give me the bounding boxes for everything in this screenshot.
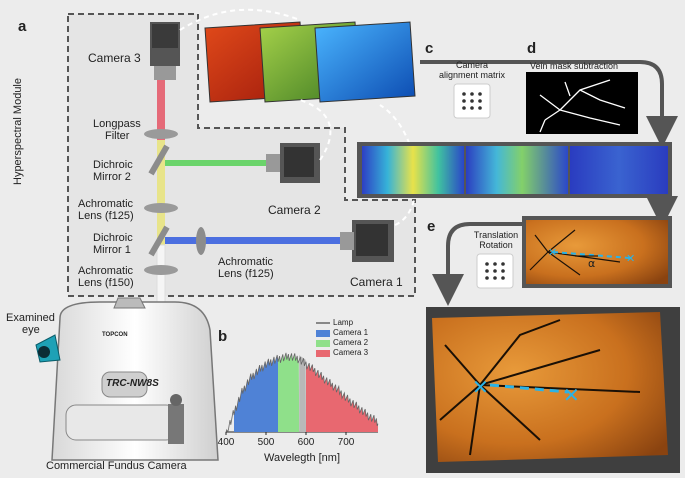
side-achromatic-lens — [196, 227, 206, 255]
camera-1-label: Camera 1 — [350, 275, 403, 289]
x-tick-label-400: 400 — [218, 437, 235, 448]
achromatic-lens-f150-line1: Achromatic — [78, 265, 134, 277]
achromatic-lens-f125-label: Achromatic Lens (f125) — [78, 198, 134, 222]
panel-label-c: c — [425, 40, 434, 57]
green-beam — [165, 160, 275, 166]
legend-camera3: Camera 3 — [333, 348, 369, 357]
dichroic-mirror-1-line2: Mirror 1 — [93, 244, 131, 256]
achromatic-lens-f150 — [144, 265, 178, 275]
panel-label-e: e — [427, 218, 436, 235]
camera-1 — [340, 220, 394, 262]
vein-mask-label: Vein mask subtraction — [530, 61, 619, 71]
yellow-beam — [157, 140, 165, 245]
longpass-filter-line2: Filter — [105, 130, 130, 142]
dichroic-mirror-1 — [148, 225, 170, 257]
transform-matrix-icon — [476, 253, 514, 289]
alignment-matrix-line2: alignment matrix — [438, 70, 506, 80]
legend-lamp: Lamp — [333, 318, 354, 327]
alignment-matrix-icon — [453, 83, 491, 119]
band-camera-3 — [306, 361, 378, 432]
fundus-model: TRC-NW8S — [106, 378, 159, 389]
camera-3 — [150, 22, 180, 80]
camera2-link — [299, 99, 332, 161]
examined-eye-label: Examined eye — [6, 312, 55, 336]
flow-arrow-top — [420, 60, 678, 148]
heatmap-strip — [357, 142, 672, 198]
spectrum-chart: 400 500 600 700 — [218, 322, 379, 448]
transform-label: Translation Rotation — [468, 230, 524, 250]
side-achromatic-lens-line2: Lens (f125) — [218, 268, 274, 280]
achromatic-lens-f125-line2: Lens (f125) — [78, 210, 134, 222]
longpass-filter — [144, 129, 178, 139]
dichroic-mirror-2-line2: Mirror 2 — [93, 171, 131, 183]
panel-label-a: a — [18, 18, 27, 35]
dichroic-mirror-2 — [148, 144, 170, 176]
vein-mask-image — [526, 72, 638, 134]
chart-x-axis-label: Wavelegth [nm] — [264, 452, 341, 464]
flow-arrow-bottom — [432, 222, 522, 306]
achromatic-lens-f125 — [144, 203, 178, 213]
legend-camera2: Camera 2 — [333, 338, 369, 347]
x-tick-label-600: 600 — [298, 437, 315, 448]
band-camera-2 — [278, 352, 300, 432]
panel-label-b: b — [218, 328, 228, 345]
x-tick-label-500: 500 — [258, 437, 275, 448]
camera-3-label: Camera 3 — [88, 51, 141, 65]
band-gap — [299, 355, 306, 432]
examined-eye-line2: eye — [22, 324, 40, 336]
side-achromatic-lens-line1: Achromatic — [218, 256, 274, 268]
dichroic-mirror-1-label: Dichroic Mirror 1 — [93, 232, 133, 256]
camera-2-label: Camera 2 — [268, 203, 321, 217]
examined-eye-line1: Examined — [6, 312, 55, 324]
band-camera-1 — [234, 355, 278, 432]
dichroic-mirror-2-label: Dichroic Mirror 2 — [93, 159, 133, 183]
registered-fundus-large: ✕ ✕ — [426, 307, 680, 473]
registration-fundus-small: ✕ ✕ — [522, 216, 672, 288]
hyperspectral-module-outline — [67, 13, 416, 297]
dichroic-mirror-1-line1: Dichroic — [93, 232, 133, 244]
fundus-camera-label: Commercial Fundus Camera — [46, 460, 187, 472]
alignment-matrix-line1: Camera — [455, 60, 488, 70]
longpass-filter-line1: Longpass — [93, 118, 141, 130]
longpass-filter-label: Longpass Filter — [93, 118, 141, 142]
svg-text:✕: ✕ — [563, 383, 580, 407]
transform-line2: Rotation — [479, 240, 513, 250]
fundus-camera-device — [35, 297, 219, 461]
svg-text:✕: ✕ — [472, 375, 489, 399]
transform-line1: Translation — [473, 230, 519, 240]
panel-label-d: d — [527, 40, 537, 57]
achromatic-lens-f150-line2: Lens (f150) — [78, 277, 134, 289]
rotation-alpha-label: α — [588, 257, 596, 270]
x-tick-label-700: 700 — [338, 437, 355, 448]
hyperspectral-module-label: Hyperspectral Module — [12, 78, 24, 185]
legend-camera1: Camera 1 — [333, 328, 369, 337]
red-beam — [157, 80, 165, 140]
blue-beam — [165, 237, 345, 244]
side-achromatic-lens-label: Achromatic Lens (f125) — [218, 256, 274, 280]
chart-legend — [316, 322, 330, 357]
series-lamp — [225, 352, 379, 434]
dichroic-mirror-2-line1: Dichroic — [93, 159, 133, 171]
svg-text:✕: ✕ — [548, 246, 557, 259]
camera3-link — [179, 8, 301, 31]
achromatic-lens-f125-line1: Achromatic — [78, 198, 134, 210]
achromatic-lens-f150-label: Achromatic Lens (f150) — [78, 265, 134, 289]
svg-text:✕: ✕ — [626, 252, 635, 265]
fundus-brand: TOPCON — [102, 332, 128, 338]
camera-2 — [266, 143, 320, 183]
alignment-matrix-label: Camera alignment matrix — [434, 60, 510, 80]
fundus-photo-stack — [204, 21, 416, 103]
